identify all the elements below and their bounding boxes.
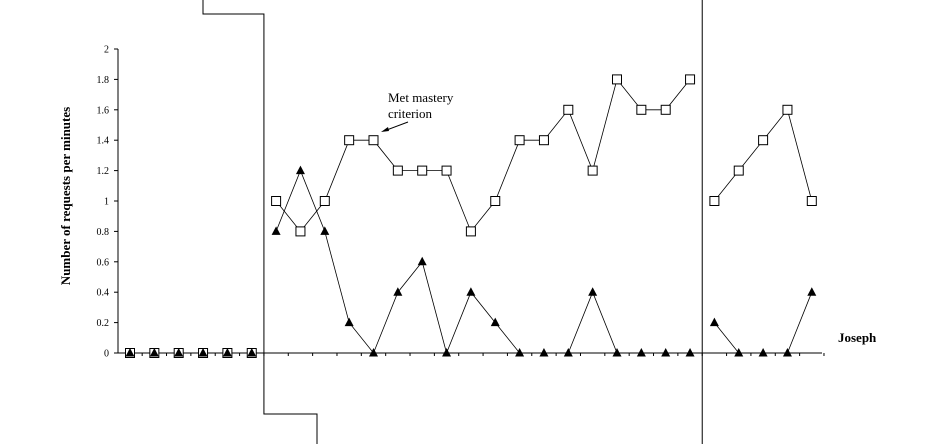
- filled-triangle-marker: [807, 287, 817, 296]
- open-square-marker: [685, 74, 696, 85]
- filled-triangle-marker: [198, 348, 208, 357]
- filled-triangle-marker: [271, 226, 281, 235]
- open-square-marker: [465, 226, 476, 237]
- filled-triangle-marker: [247, 348, 257, 357]
- open-square-marker: [344, 135, 355, 146]
- y-tick-label: 1: [104, 197, 109, 208]
- open-square-marker: [319, 196, 330, 206]
- open-square-marker: [806, 196, 817, 206]
- filled-triangle-marker: [636, 348, 646, 357]
- open-square-marker: [368, 135, 379, 146]
- filled-triangle-marker: [612, 348, 622, 357]
- y-tick-label: 0.6: [97, 257, 110, 268]
- filled-triangle-marker: [393, 287, 403, 296]
- y-axis-ticks: 0 0.2 0.4 0.6 0.8 1 1.2 1.4 1.6 1.8 2: [97, 45, 118, 360]
- mastery-annotation: Met mastery criterion: [381, 90, 454, 132]
- series-markers: [125, 74, 817, 358]
- filled-triangle-marker: [515, 348, 525, 357]
- filled-triangle-marker: [125, 348, 135, 357]
- filled-triangle-marker: [369, 348, 378, 357]
- filled-triangle-marker: [490, 317, 500, 327]
- filled-triangle-marker: [563, 348, 573, 357]
- y-axis-label: Number of requests per minutes: [58, 107, 73, 285]
- open-square-marker: [758, 135, 769, 146]
- series-1-segment-3-line: [714, 108, 813, 202]
- series-lines: [130, 78, 813, 355]
- filled-triangle-marker: [685, 348, 695, 357]
- series-2-segment-2-line: [275, 169, 691, 355]
- annotation-line-1: Met mastery: [388, 90, 454, 105]
- filled-triangle-marker: [466, 287, 476, 296]
- open-square-marker: [782, 104, 793, 115]
- open-square-marker: [271, 196, 282, 206]
- filled-triangle-marker: [442, 348, 452, 357]
- filled-triangle-marker: [782, 348, 792, 357]
- annotation-arrowhead: [381, 127, 389, 132]
- open-square-marker: [441, 165, 452, 176]
- filled-triangle-marker: [295, 165, 305, 175]
- series-1-segment-2-line: [275, 78, 691, 233]
- open-square-marker: [612, 74, 622, 85]
- y-tick-label: 1.4: [97, 136, 110, 147]
- filled-triangle-marker: [417, 256, 427, 266]
- annotation-line-2: criterion: [388, 106, 433, 121]
- filled-triangle-marker: [588, 287, 598, 296]
- filled-triangle-marker: [661, 348, 671, 357]
- filled-triangle-marker: [709, 317, 719, 327]
- open-square-marker: [417, 165, 428, 176]
- filled-triangle-marker: [539, 348, 549, 357]
- phase-change-line-lower: [263, 359, 318, 444]
- y-tick-label: 0.2: [97, 318, 110, 329]
- filled-triangle-marker: [758, 348, 768, 357]
- filled-triangle-marker: [734, 348, 744, 357]
- open-square-marker: [733, 165, 744, 176]
- open-square-marker: [587, 165, 598, 176]
- open-square-marker: [490, 196, 501, 206]
- filled-triangle-marker: [344, 317, 354, 327]
- phase-change-lines: [202, 0, 703, 444]
- phase-change-line-upper: [202, 0, 265, 308]
- y-tick-label: 1.8: [97, 75, 110, 86]
- y-tick-label: 2: [104, 45, 109, 56]
- y-tick-label: 0.8: [97, 227, 110, 238]
- y-tick-label: 1.6: [97, 105, 110, 116]
- open-square-marker: [660, 104, 671, 115]
- series-2-segment-3-line: [714, 292, 813, 354]
- open-square-marker: [392, 165, 403, 176]
- filled-triangle-marker: [320, 226, 330, 235]
- filled-triangle-marker: [149, 348, 159, 357]
- y-tick-label: 0.4: [97, 288, 110, 299]
- x-axis-ticks: [141, 353, 825, 356]
- open-square-marker: [636, 104, 647, 115]
- open-square-marker: [538, 135, 549, 146]
- participant-label: Joseph: [838, 330, 877, 345]
- filled-triangle-marker: [174, 348, 184, 357]
- y-tick-label: 0: [104, 349, 109, 360]
- open-square-marker: [563, 104, 574, 115]
- y-tick-label: 1.2: [97, 166, 110, 177]
- open-square-marker: [709, 196, 720, 206]
- open-square-marker: [514, 135, 525, 146]
- filled-triangle-marker: [222, 348, 232, 357]
- open-square-marker: [295, 226, 306, 237]
